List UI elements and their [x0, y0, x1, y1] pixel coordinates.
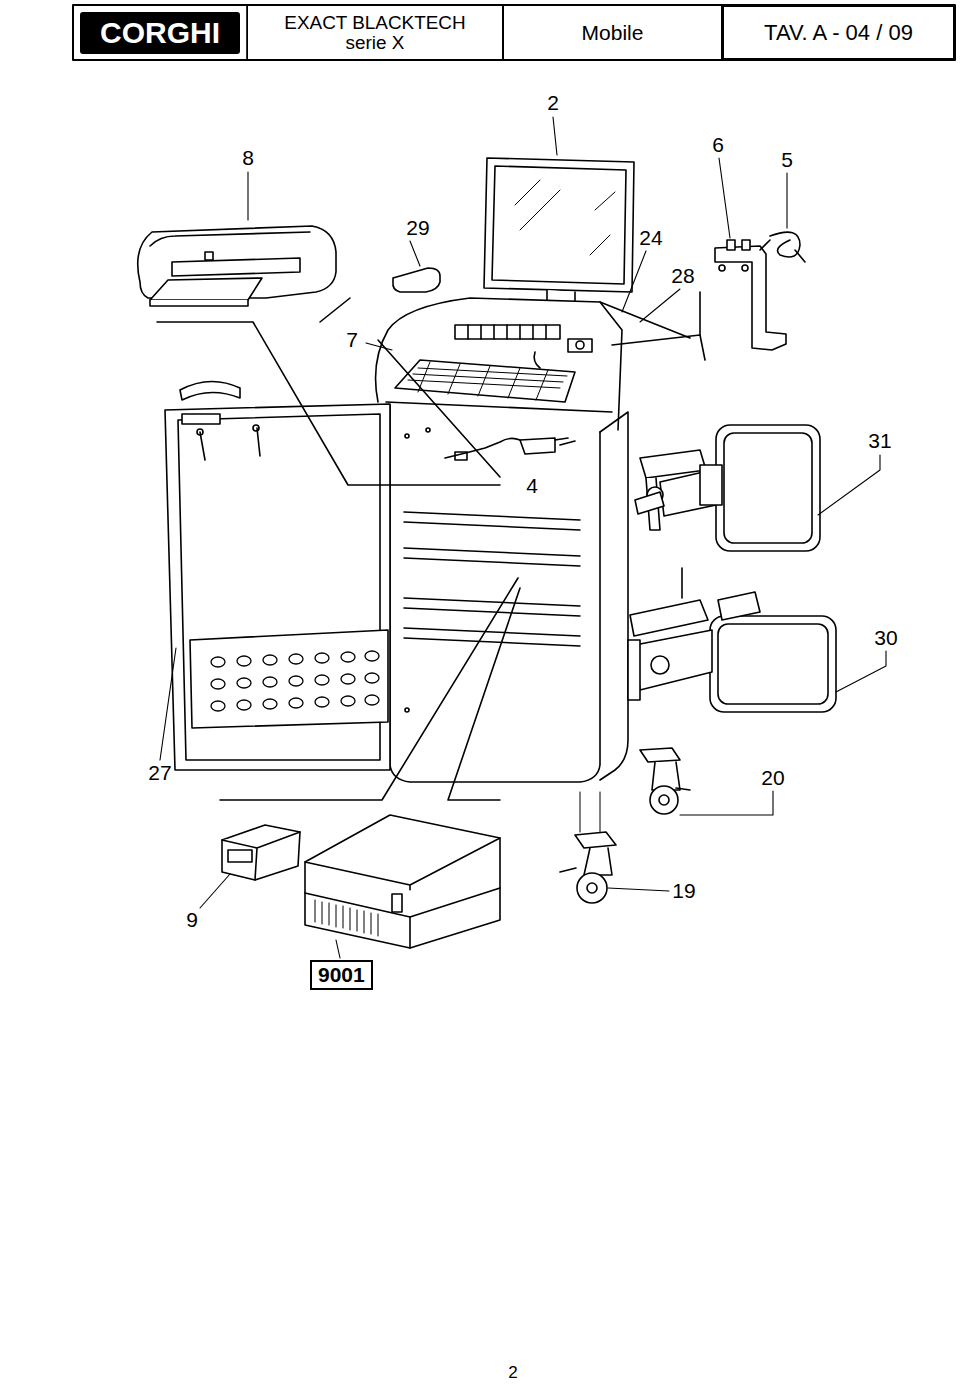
title-cell: EXACT BLACKTECH serie X	[247, 5, 503, 60]
printer	[138, 226, 336, 306]
logo: CORGHI	[80, 12, 240, 54]
callout-number: 28	[670, 264, 695, 287]
arm-target-lower	[628, 592, 836, 712]
node-text: CORGHI	[100, 16, 220, 50]
callout-number: 31	[867, 429, 892, 452]
page-number: 2	[507, 1364, 518, 1383]
arm-target-upper	[635, 425, 820, 551]
remote-box	[393, 268, 440, 292]
bracket	[715, 232, 805, 350]
callout-number: 19	[671, 879, 696, 902]
node-text: EXACT BLACKTECH serie X	[278, 13, 472, 53]
pc-unit	[305, 815, 500, 948]
caster-20	[640, 748, 690, 814]
callout-number: 5	[780, 148, 794, 171]
cabinet	[376, 298, 690, 782]
callout-number: 8	[241, 146, 255, 169]
node-text: TAV. A - 04 / 09	[764, 20, 913, 46]
callout-number: 29	[405, 216, 430, 239]
small-box	[222, 825, 300, 880]
button	[568, 339, 592, 352]
callout-number: 24	[638, 226, 663, 249]
door-panel	[165, 381, 390, 770]
callout-number: 7	[345, 328, 359, 351]
callout-number: 30	[873, 626, 898, 649]
callout-number: 2	[546, 91, 560, 114]
callout-number: 4	[525, 474, 539, 497]
node-text: Mobile	[582, 21, 644, 45]
node-text: 9001	[318, 963, 365, 987]
callout-number: 20	[760, 766, 785, 789]
leader-lines	[160, 117, 886, 958]
callout-number: 27	[147, 761, 172, 784]
table-cell: TAV. A - 04 / 09	[722, 5, 955, 60]
sheet-cell: Mobile	[503, 5, 722, 60]
callout-frames	[157, 292, 705, 800]
keyboard	[395, 360, 575, 402]
callout-number: 6	[711, 133, 725, 156]
caster-19	[560, 792, 616, 903]
callout-number: 9	[185, 908, 199, 931]
code-box: 9001	[310, 960, 373, 990]
header-frame	[73, 5, 955, 60]
